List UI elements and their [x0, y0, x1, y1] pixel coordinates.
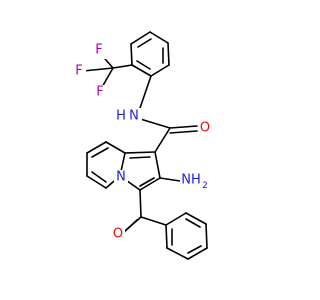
fluorine-atom-top: F — [95, 43, 102, 58]
top-phenyl-ring — [130, 31, 170, 77]
fluorine-atom-left: F — [75, 64, 82, 79]
trifluoromethyl-group — [82, 51, 133, 90]
amino-substituent — [159, 177, 181, 182]
bottom-phenyl-ring — [165, 212, 208, 260]
amide-linkage — [136, 75, 198, 153]
fluorine-atom-bottom: F — [96, 85, 103, 100]
pyridine-ring — [86, 141, 126, 189]
atom-labels: F F F H N O NH 2 N O — [72, 43, 212, 242]
amide-hydrogen: H — [116, 109, 126, 124]
amide-oxygen: O — [200, 121, 210, 136]
ketone-oxygen: O — [113, 227, 123, 242]
ring-nitrogen: N — [116, 170, 126, 185]
amine-subscript: 2 — [202, 181, 208, 191]
pyrrole-ring — [119, 151, 161, 191]
amide-nitrogen: N — [129, 109, 139, 124]
benzoyl-group — [122, 189, 167, 234]
amine-nh-label: NH — [181, 173, 201, 188]
molecule-structure-diagram: F F F H N O NH 2 N O — [72, 31, 212, 260]
